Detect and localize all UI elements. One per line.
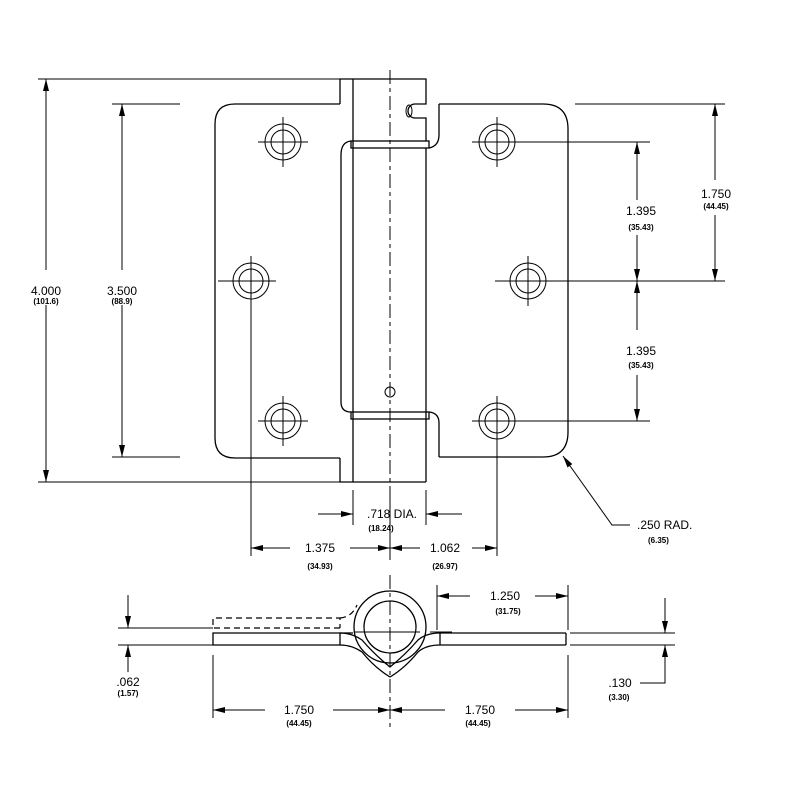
- svg-text:1.750: 1.750: [465, 703, 495, 717]
- dim-1062: 1.062 (26.97): [390, 541, 497, 571]
- svg-text:.130: .130: [608, 676, 632, 690]
- barrel-outline: [339, 78, 427, 141]
- svg-text:(3.30): (3.30): [609, 693, 630, 702]
- svg-text:3.500: 3.500: [107, 284, 137, 298]
- svg-text:1.395: 1.395: [626, 344, 656, 358]
- front-view: [214, 70, 725, 556]
- dim-1750-bottom-left: 1.750 (44.45): [213, 703, 390, 728]
- svg-text:1.750: 1.750: [284, 703, 314, 717]
- svg-text:1.250: 1.250: [490, 589, 520, 603]
- screw-holes: [218, 117, 725, 556]
- svg-text:(1.57): (1.57): [118, 689, 139, 698]
- svg-text:(35.43): (35.43): [628, 361, 654, 370]
- svg-text:(101.6): (101.6): [33, 297, 59, 306]
- svg-text:1.395: 1.395: [626, 204, 656, 218]
- svg-text:(44.45): (44.45): [703, 202, 729, 211]
- svg-text:(26.97): (26.97): [432, 562, 458, 571]
- svg-text:(44.45): (44.45): [465, 719, 491, 728]
- slot-icon: [405, 104, 413, 118]
- svg-text:1.375: 1.375: [305, 541, 335, 555]
- dim-3500: 3.500 (88.9): [107, 104, 137, 457]
- svg-text:.718 DIA.: .718 DIA.: [367, 507, 417, 521]
- svg-text:(18.24): (18.24): [368, 524, 394, 533]
- dim-130: .130 (3.30): [608, 598, 668, 702]
- dim-1750-bottom-right: 1.750 (44.45): [390, 703, 568, 728]
- svg-text:(31.75): (31.75): [495, 607, 521, 616]
- svg-text:(44.45): (44.45): [286, 719, 312, 728]
- dim-1375: 1.375 (34.93): [251, 541, 390, 571]
- svg-text:(34.93): (34.93): [307, 562, 333, 571]
- svg-text:.250 RAD.: .250 RAD.: [637, 518, 692, 532]
- dim-1250: 1.250 (31.75): [437, 589, 568, 616]
- left-leaf: [214, 103, 340, 459]
- dim-corner-radius: .250 RAD. (6.35): [562, 455, 692, 545]
- dim-062: .062 (1.57): [116, 595, 140, 698]
- svg-text:.062: .062: [116, 675, 140, 689]
- svg-text:(6.35): (6.35): [648, 536, 669, 545]
- dim-1750-right: 1.750 (44.45): [701, 104, 731, 281]
- svg-text:(88.9): (88.9): [112, 297, 133, 306]
- dim-1395-upper: 1.395 (35.43): [626, 142, 656, 281]
- dim-barrel-dia: .718 DIA. (18.24): [318, 507, 462, 533]
- svg-text:1.750: 1.750: [701, 187, 731, 201]
- dim-1395-lower: 1.395 (35.43): [626, 281, 656, 421]
- dim-4000: 4.000 (101.6): [31, 79, 61, 482]
- side-view: [212, 575, 567, 730]
- svg-text:(35.43): (35.43): [628, 223, 654, 232]
- svg-text:4.000: 4.000: [31, 284, 61, 298]
- svg-text:1.062: 1.062: [430, 541, 460, 555]
